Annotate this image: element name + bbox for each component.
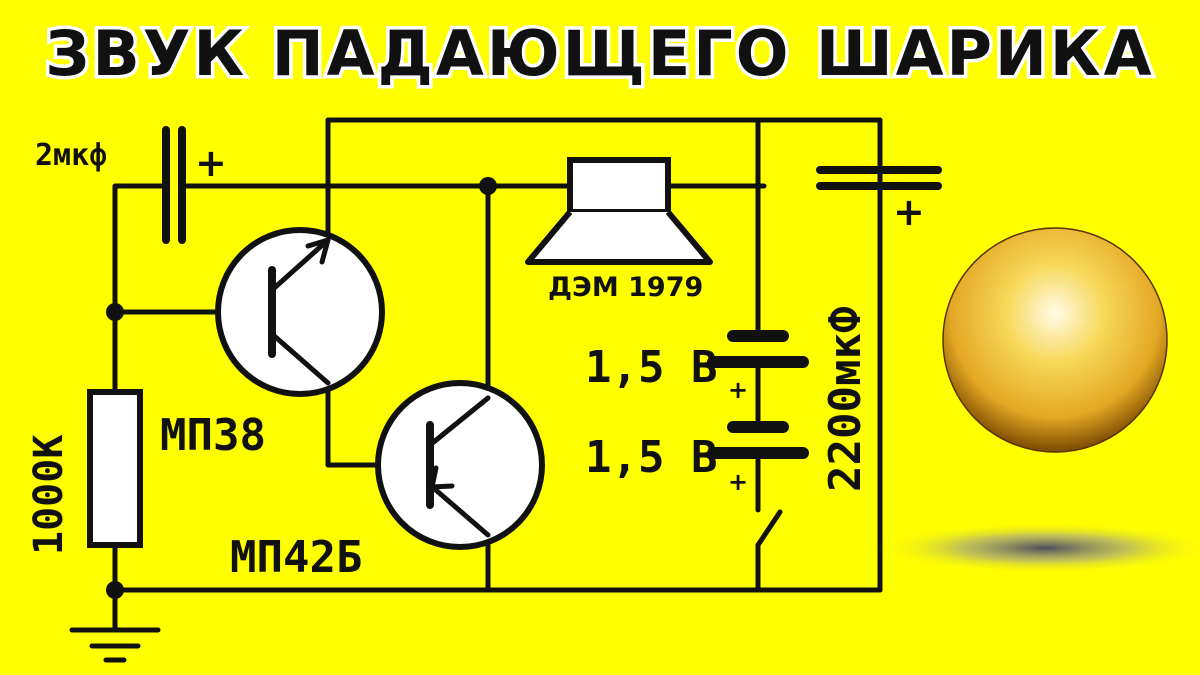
plus-sign: + [728, 468, 748, 496]
resistor-body [87, 389, 143, 548]
ground-symbol [69, 627, 161, 663]
transistor-2-arrow [429, 465, 455, 490]
resistor-label: 1000К [26, 435, 72, 555]
input-capacitor: 2мкф + [35, 126, 227, 244]
wire-left-vertical [112, 183, 165, 395]
output-capacitor-label: 2200мкФ [820, 307, 871, 492]
plus-sign: + [893, 190, 925, 234]
transistor-1-body [215, 227, 385, 397]
resistor: 1000К [26, 389, 143, 555]
speaker-magnet [567, 157, 671, 215]
transistor-1-collector [269, 331, 331, 386]
transistor-1: МП38 [160, 227, 385, 461]
page-title: ЗВУК ПАДАЮЩЕГО ШАРИКА [45, 17, 1154, 90]
transistor-2-emitter [427, 482, 491, 538]
speaker-label: ДЭМ 1979 [548, 272, 703, 303]
battery-2-label: 1,5 В [585, 432, 717, 483]
wire-top-rail [325, 117, 883, 593]
output-capacitor: + 2200мкФ [816, 166, 942, 492]
transistor-2-collector [427, 395, 491, 448]
junctions [106, 177, 497, 599]
speaker-cone [525, 210, 713, 265]
transistor-2-body [375, 380, 545, 550]
switch [755, 509, 783, 548]
junction-dot [106, 303, 124, 321]
battery-1-label: 1,5 В [585, 342, 717, 393]
transistor-2: МП42Б [230, 380, 545, 583]
wires [112, 117, 883, 633]
junction-dot [106, 581, 124, 599]
input-capacitor-label: 2мкф [35, 138, 107, 173]
battery-1: 1,5 В + [585, 330, 809, 404]
plus-sign: + [195, 141, 227, 185]
transistor-1-label: МП38 [160, 410, 266, 461]
plus-sign: + [728, 376, 748, 404]
ball-image [942, 227, 1168, 453]
transistor-2-label: МП42Б [230, 532, 362, 583]
battery-2: 1,5 В + [585, 421, 809, 496]
transistor-1-arrow [305, 237, 331, 265]
speaker: ДЭМ 1979 [525, 157, 713, 303]
ball-shadow [875, 522, 1200, 574]
transistor-1-emitter [269, 237, 331, 293]
junction-dot [479, 177, 497, 195]
